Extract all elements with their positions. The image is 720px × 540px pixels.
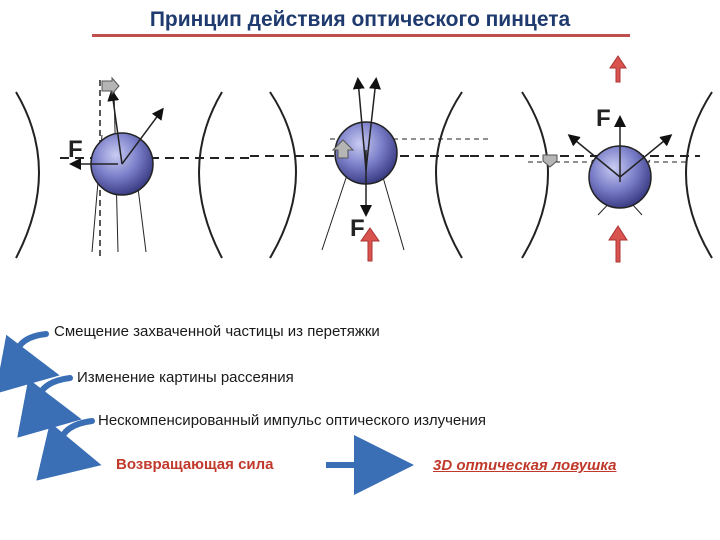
beam-waist-right-curve xyxy=(685,91,713,259)
curved-flow-arrow xyxy=(36,418,102,481)
scattered-ray-arrow xyxy=(352,77,367,171)
scattered-ray-arrow xyxy=(365,77,381,171)
panel-3: F xyxy=(470,55,713,263)
step-displacement: Смещение захваченной частицы из перетяжк… xyxy=(54,323,380,340)
beam-waist-left-curve xyxy=(269,91,297,259)
result-3d-optical-trap: 3D оптическая ловушка xyxy=(433,457,617,474)
beam-waist-right-curve xyxy=(435,91,463,259)
beam-waist-right-curve xyxy=(198,91,223,259)
force-label: F xyxy=(350,215,365,242)
force-label: F xyxy=(68,136,83,163)
red-up-arrow xyxy=(609,55,627,83)
small-grey-arrow-icon xyxy=(542,154,558,168)
slide-title: Принцип действия оптического пинцета xyxy=(149,8,571,31)
red-up-arrow xyxy=(360,227,380,262)
flow-arrows xyxy=(0,331,414,495)
scattered-ray-arrow xyxy=(567,134,621,178)
panel-1: F xyxy=(15,76,250,260)
curved-flow-arrow xyxy=(17,375,82,438)
scattered-ray-arrow xyxy=(107,89,123,165)
title-underline xyxy=(92,34,630,37)
small-grey-arrow-icon xyxy=(331,139,355,159)
beam-waist-left-curve xyxy=(521,91,549,259)
step-scattering-change: Изменение картины рассеяния xyxy=(77,369,294,386)
curved-flow-arrow xyxy=(0,331,60,394)
scattered-ray-arrow xyxy=(121,107,164,165)
beam-waist-left-curve xyxy=(15,91,40,259)
step-uncompensated-momentum: Нескомпенсированный импульс оптического … xyxy=(98,412,487,429)
force-label: F xyxy=(596,105,611,132)
panel-2: F xyxy=(250,77,490,262)
red-up-arrow xyxy=(608,225,628,263)
scattered-ray-arrow xyxy=(619,134,673,178)
small-grey-arrow-icon xyxy=(101,76,120,96)
step-restoring-force: Возвращающая сила xyxy=(116,456,274,473)
